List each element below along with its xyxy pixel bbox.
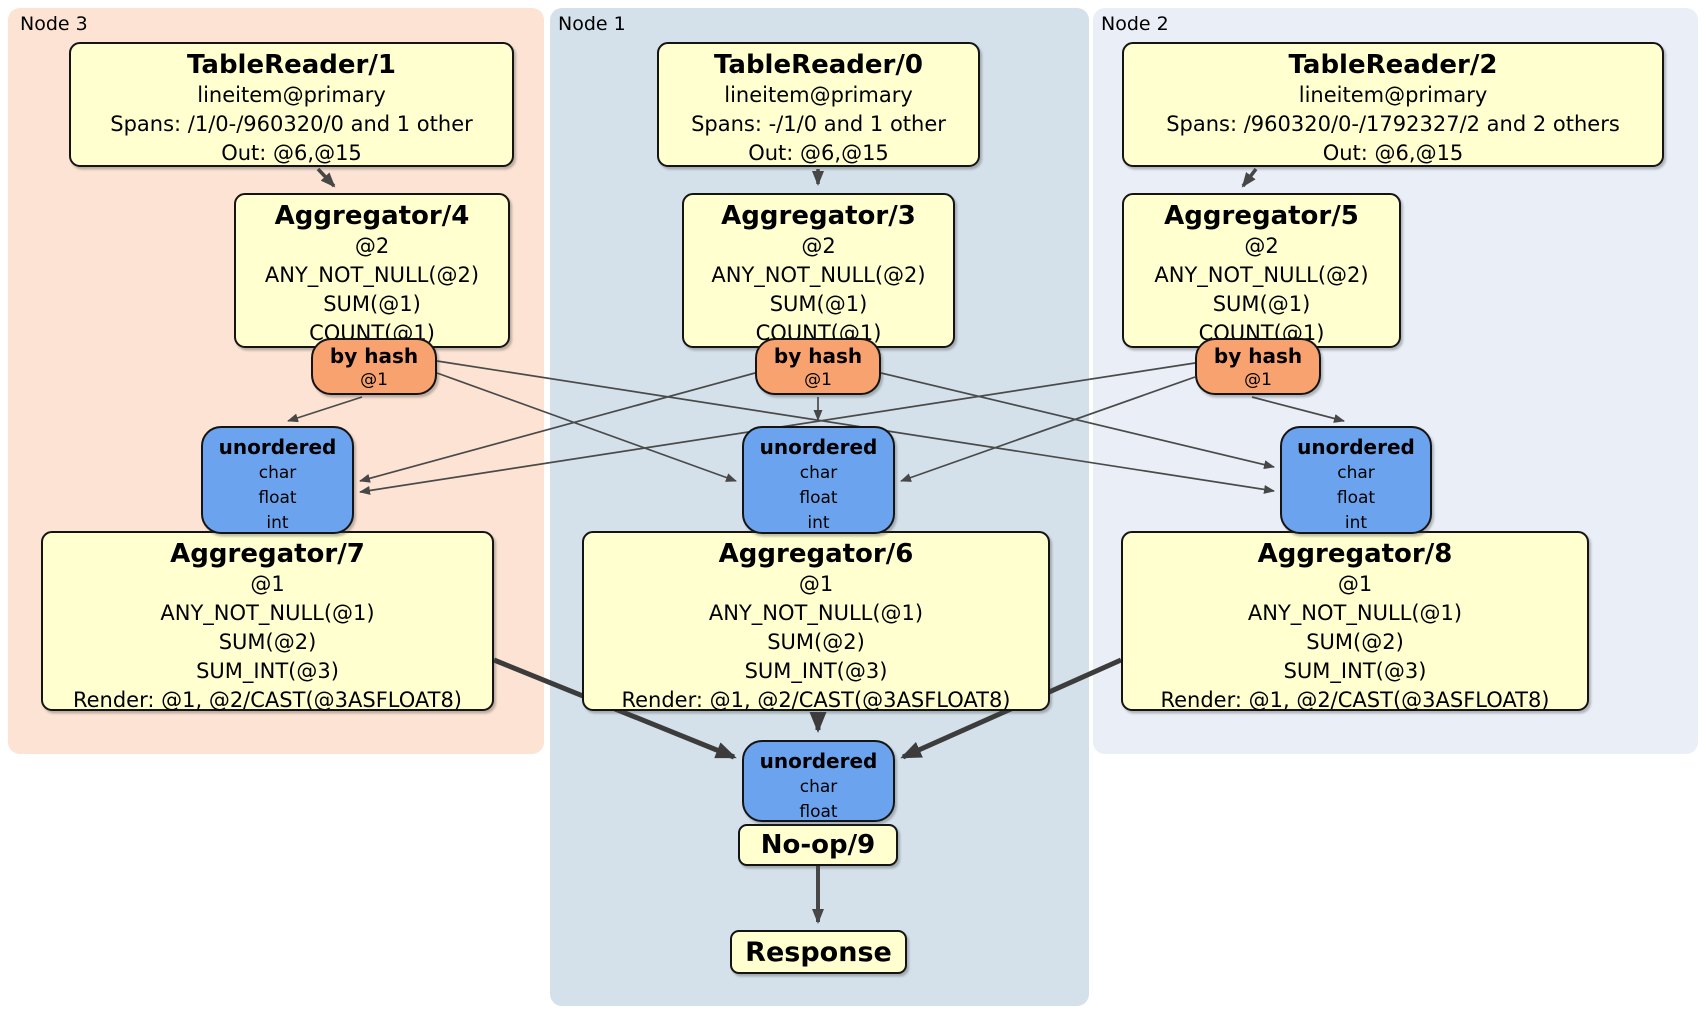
aggregator-6-box: Aggregator/6 @1 ANY_NOT_NULL(@1) SUM(@2)…	[582, 531, 1050, 712]
processor-title: Aggregator/7	[170, 539, 365, 569]
hash-router-node1: by hash @1	[755, 338, 881, 395]
unordered-sync-node1: unordered char float int	[742, 426, 895, 534]
processor-title: TableReader/0	[714, 50, 923, 80]
node2-region-label: Node 2	[1101, 13, 1169, 35]
aggregator-5-box: Aggregator/5 @2 ANY_NOT_NULL(@2) SUM(@1)…	[1122, 193, 1401, 348]
aggregator-3-box: Aggregator/3 @2 ANY_NOT_NULL(@2) SUM(@1)…	[682, 193, 955, 348]
unordered-sync-node3: unordered char float int	[201, 426, 354, 534]
noop-9-box: No-op/9	[738, 824, 898, 866]
table-reader-arrows	[316, 167, 1258, 188]
node1-region-label: Node 1	[558, 13, 626, 35]
unordered-sync-node2: unordered char float int	[1280, 426, 1432, 534]
processor-title: Aggregator/8	[1257, 539, 1453, 569]
table-reader-1-box: TableReader/1 lineitem@primary Spans: /1…	[69, 42, 514, 167]
aggregator-4-box: Aggregator/4 @2 ANY_NOT_NULL(@2) SUM(@1)…	[234, 193, 510, 348]
aggregator-8-box: Aggregator/8 @1 ANY_NOT_NULL(@1) SUM(@2)…	[1121, 531, 1589, 712]
unordered-sync-final: unordered char float	[742, 740, 895, 822]
aggregator-7-box: Aggregator/7 @1 ANY_NOT_NULL(@1) SUM(@2)…	[41, 531, 494, 712]
hash-router-node2: by hash @1	[1195, 338, 1321, 395]
hash-router-node3: by hash @1	[311, 338, 437, 395]
processor-title: TableReader/1	[187, 50, 396, 80]
node3-region-label: Node 3	[20, 13, 88, 35]
processor-title: TableReader/2	[1288, 50, 1498, 80]
processor-title: Aggregator/5	[1164, 201, 1359, 231]
processor-title: Aggregator/3	[721, 201, 916, 231]
table-reader-2-box: TableReader/2 lineitem@primary Spans: /9…	[1122, 42, 1664, 167]
table-reader-0-box: TableReader/0 lineitem@primary Spans: -/…	[657, 42, 980, 167]
processor-title: Aggregator/6	[718, 539, 914, 569]
processor-title: Aggregator/4	[274, 201, 470, 231]
response-box: Response	[730, 930, 907, 974]
